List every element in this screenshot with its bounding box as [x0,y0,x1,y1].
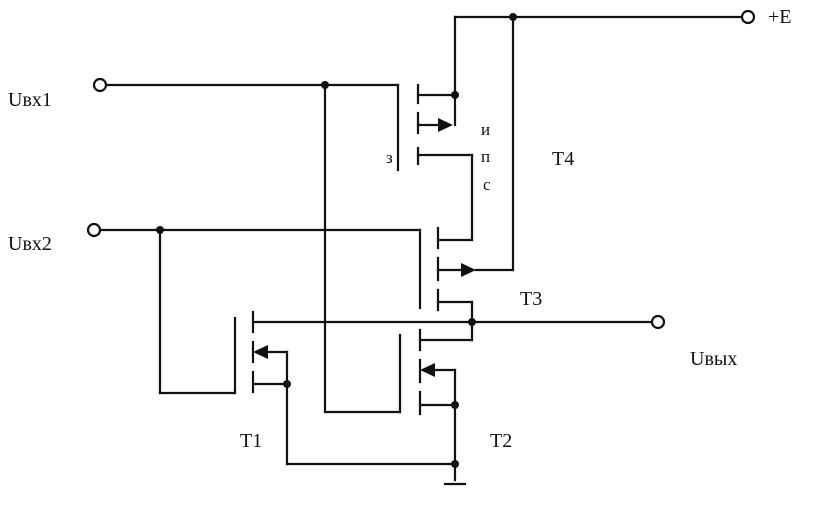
input2-net [98,226,422,395]
supply-terminal [740,9,756,25]
t2-label: T2 [490,430,512,452]
supply-rail [453,13,744,272]
transistor-t1 [251,310,291,466]
input2-label: Uвх2 [8,233,52,255]
t1-label: T1 [240,430,262,452]
output-net [251,318,654,342]
gate-pin-label: з [386,148,393,167]
supply-label: +E [768,6,792,28]
t4-label: T4 [552,148,574,170]
output-label: Uвых [690,348,737,370]
input1-label: Uвх1 [8,89,52,111]
input1-net [104,81,402,414]
source-pin-label: и [481,120,490,139]
t3-label: T3 [520,288,542,310]
transistor-t2 [418,328,459,482]
transistor-t3 [436,226,515,324]
output-terminal [650,314,666,330]
drain-pin-label: с [483,175,491,194]
input1-terminal [92,77,108,93]
input2-terminal [86,222,102,238]
substrate-pin-label: п [481,147,490,166]
transistor-t4 [416,83,474,242]
ground-net [285,460,467,486]
